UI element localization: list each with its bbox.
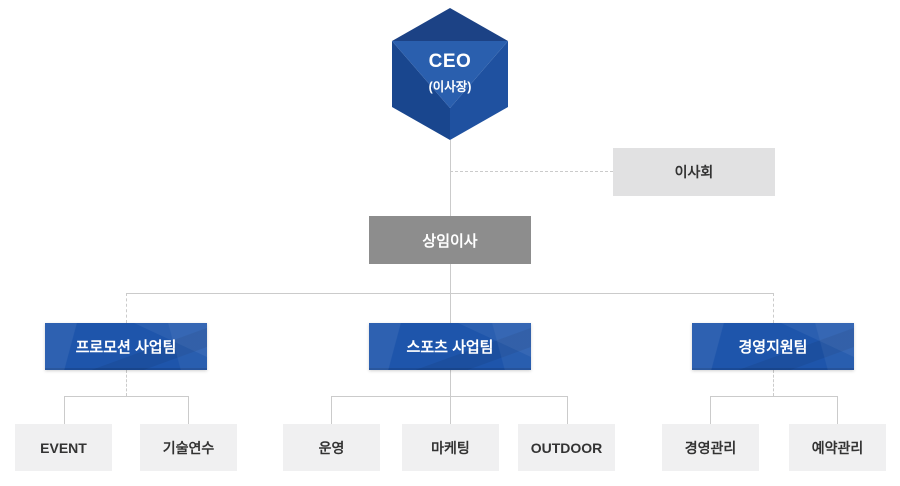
- connector-promotion-down: [126, 370, 127, 396]
- team-box-outdoor: OUTDOOR: [518, 424, 615, 471]
- connector-drop-sports: [450, 293, 451, 323]
- team-box-event: EVENT: [15, 424, 112, 471]
- dept-promotion-label: 프로모션 사업팀: [75, 339, 177, 356]
- team-box-technical-training: 기술연수: [140, 424, 237, 471]
- connector-departments-horizontal: [126, 293, 773, 294]
- hexagon-front-face: [392, 41, 508, 108]
- dept-box-management-support: 경영지원팀: [692, 323, 854, 370]
- hexagon-right-face: [450, 41, 508, 140]
- team-box-operation: 운영: [283, 424, 380, 471]
- team-operation-label: 운영: [318, 439, 345, 456]
- connector-drop-reservation: [837, 396, 838, 424]
- connector-drop-mgmt-admin: [710, 396, 711, 424]
- ceo-hexagon-icon: [392, 8, 508, 140]
- team-outdoor-label: OUTDOOR: [530, 439, 603, 456]
- team-reservation-label: 예약관리: [811, 439, 864, 456]
- hexagon-left-face: [392, 41, 450, 140]
- dept-management-label: 경영지원팀: [738, 339, 808, 356]
- ceo-label: CEO (이사장): [392, 51, 508, 95]
- connector-management-bracket: [710, 396, 837, 397]
- connector-promotion-bracket: [64, 396, 188, 397]
- connector-drop-outdoor: [567, 396, 568, 424]
- team-box-reservation-admin: 예약관리: [789, 424, 886, 471]
- board-label: 이사회: [674, 164, 714, 180]
- dept-box-promotion: 프로모션 사업팀: [45, 323, 207, 370]
- ceo-node: CEO (이사장): [392, 8, 508, 140]
- connector-drop-management: [773, 293, 774, 323]
- executive-director-box: 상임이사: [369, 216, 531, 264]
- board-box: 이사회: [613, 148, 775, 196]
- team-event-label: EVENT: [40, 439, 87, 456]
- connector-drop-event: [64, 396, 65, 424]
- hexagon-top-face: [392, 8, 508, 41]
- connector-sports-down: [450, 370, 451, 424]
- connector-ceo-to-executive: [450, 140, 451, 216]
- executive-director-label: 상임이사: [422, 232, 478, 250]
- dept-box-sports: 스포츠 사업팀: [369, 323, 531, 370]
- connector-drop-promotion: [126, 293, 127, 323]
- connector-sports-bracket: [331, 396, 567, 397]
- connector-ceo-to-board: [450, 171, 613, 172]
- team-marketing-label: 마케팅: [431, 439, 470, 456]
- team-mgmt-admin-label: 경영관리: [684, 439, 737, 456]
- connector-drop-operation: [331, 396, 332, 424]
- connector-management-down: [773, 370, 774, 396]
- team-training-label: 기술연수: [162, 439, 215, 456]
- ceo-subtitle: (이사장): [428, 79, 472, 94]
- dept-sports-label: 스포츠 사업팀: [406, 339, 494, 356]
- connector-drop-training: [188, 396, 189, 424]
- ceo-title: CEO: [428, 51, 472, 72]
- team-box-marketing: 마케팅: [402, 424, 499, 471]
- team-box-management-admin: 경영관리: [662, 424, 759, 471]
- connector-executive-down: [450, 264, 451, 293]
